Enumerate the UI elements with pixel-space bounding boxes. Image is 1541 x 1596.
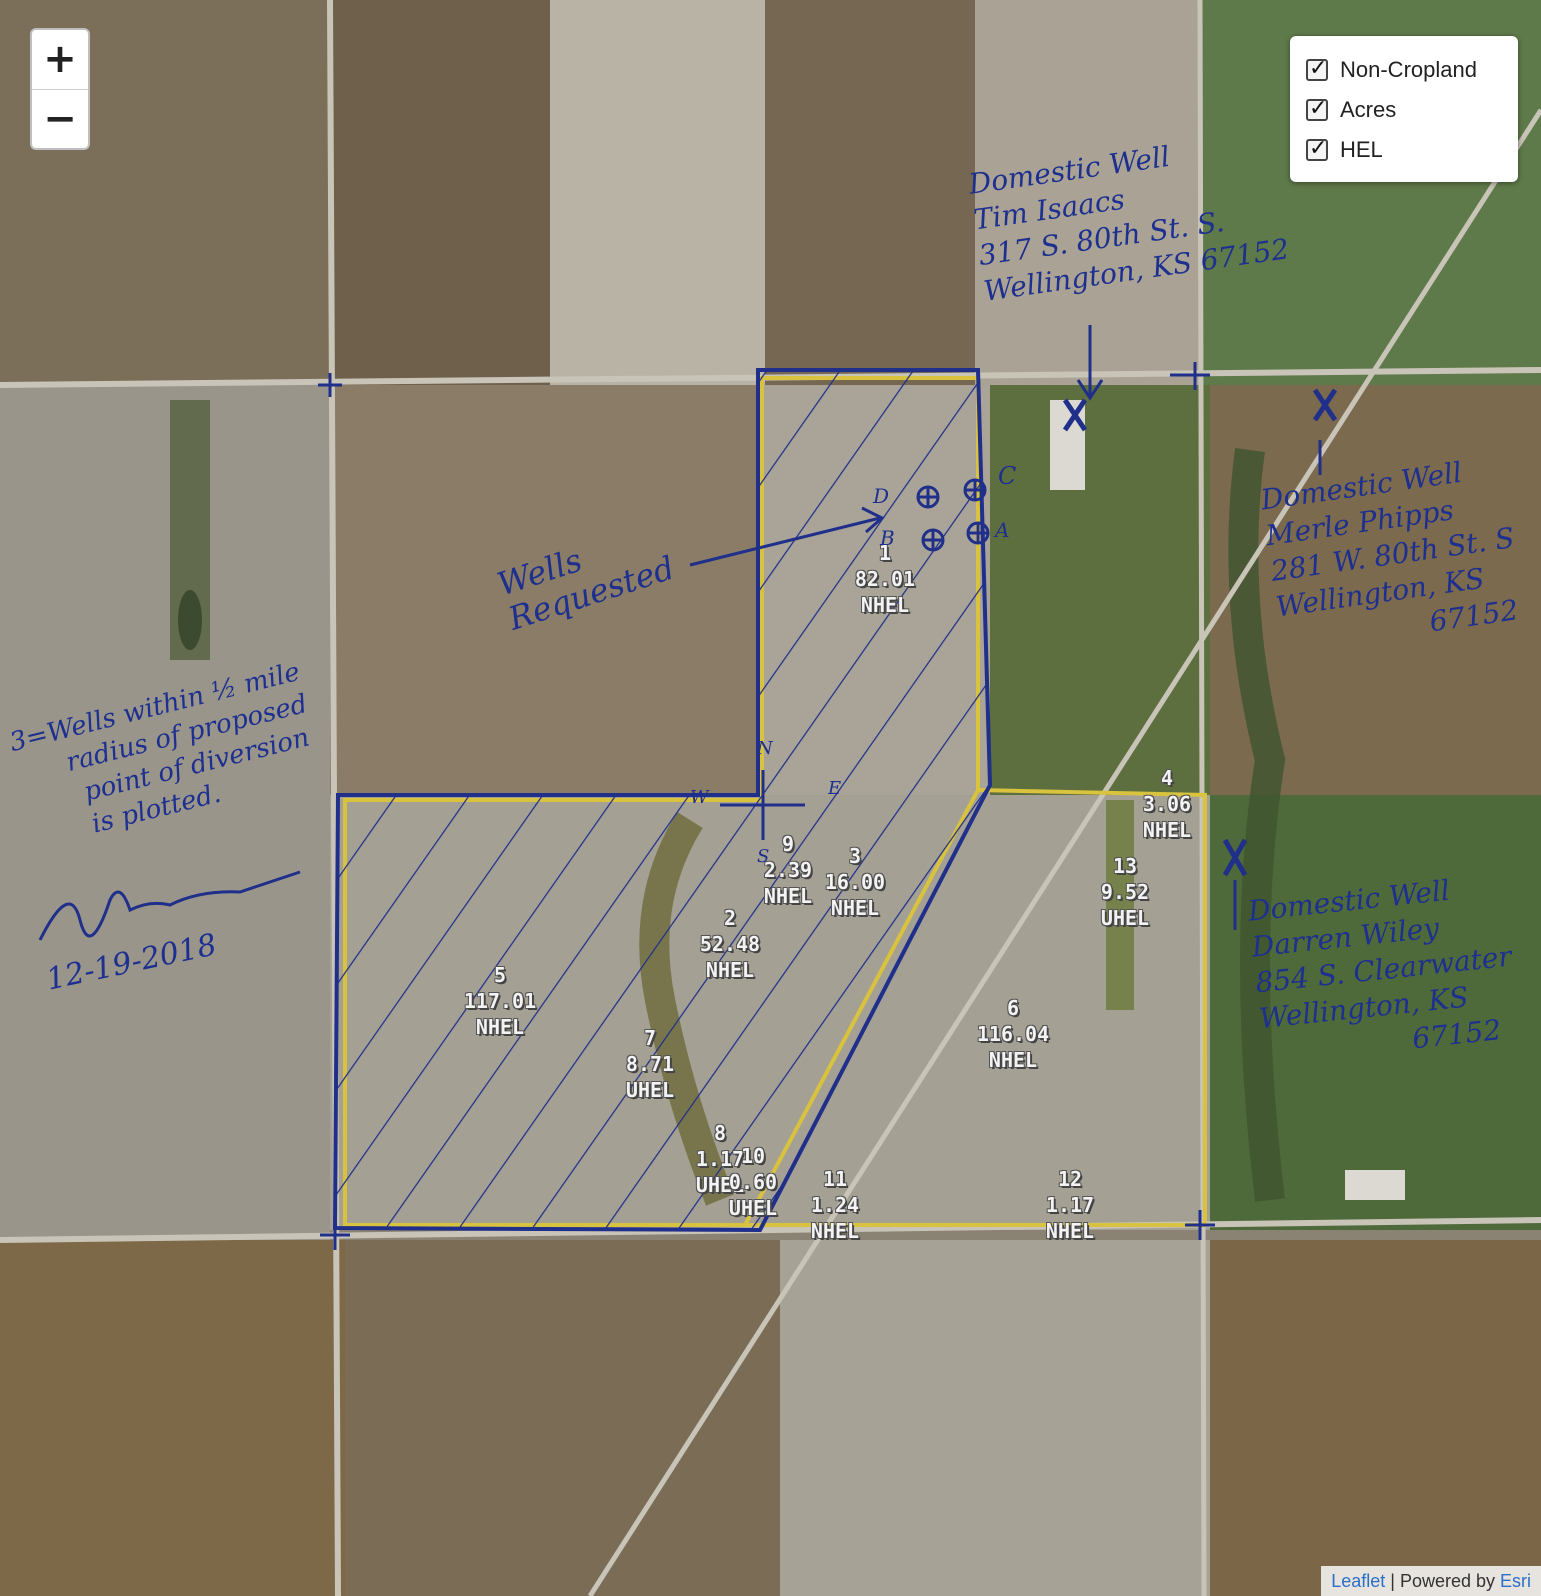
zoom-control: + − bbox=[30, 28, 90, 150]
requested-well-symbols bbox=[916, 478, 990, 552]
map-attribution: Leaflet | Powered by Esri bbox=[1321, 1566, 1541, 1596]
layer-toggle-non-cropland[interactable]: ✓ Non-Cropland bbox=[1306, 50, 1502, 90]
zoom-out-button[interactable]: − bbox=[43, 96, 77, 142]
esri-link[interactable]: Esri bbox=[1500, 1571, 1531, 1591]
layer-toggle-hel[interactable]: ✓ HEL bbox=[1306, 130, 1502, 170]
domestic-well-phipps: Domestic Well Merle Phipps 281 W. 80th S… bbox=[1258, 455, 1521, 639]
layer-label: Non-Cropland bbox=[1340, 57, 1477, 82]
well-letter-a: A bbox=[995, 518, 1010, 542]
tree-strip bbox=[170, 400, 210, 660]
checkbox-icon[interactable]: ✓ bbox=[1306, 56, 1328, 81]
well-letter-c: C bbox=[998, 462, 1017, 490]
domestic-well-wiley: Domestic Well Darren Wiley 854 S. Clearw… bbox=[1246, 873, 1514, 1056]
crop-field bbox=[345, 1240, 780, 1596]
layer-toggle-acres[interactable]: ✓ Acres bbox=[1306, 90, 1502, 130]
domestic-well-marks bbox=[1062, 388, 1338, 877]
crop-field bbox=[0, 385, 330, 1240]
zoom-in-button[interactable]: + bbox=[32, 30, 88, 90]
compass-s: S bbox=[757, 846, 770, 867]
crop-field bbox=[330, 385, 760, 795]
compass-e: E bbox=[828, 778, 842, 799]
compass-w: W bbox=[690, 787, 709, 808]
checkbox-icon[interactable]: ✓ bbox=[1306, 136, 1328, 161]
crop-field bbox=[1210, 1240, 1541, 1596]
crop-field bbox=[765, 0, 975, 385]
signature bbox=[38, 870, 301, 941]
highway bbox=[587, 108, 1541, 1596]
crop-field bbox=[550, 0, 765, 385]
building bbox=[1345, 1170, 1405, 1200]
layer-label: Acres bbox=[1340, 97, 1397, 122]
road bbox=[1197, 0, 1207, 1596]
crop-field bbox=[780, 1240, 1210, 1596]
checkbox-icon[interactable]: ✓ bbox=[1306, 96, 1328, 121]
annotation-arrows bbox=[689, 325, 1322, 930]
creek bbox=[1228, 448, 1286, 1202]
building bbox=[1050, 400, 1085, 490]
well-letter-b: B bbox=[880, 526, 895, 550]
leaflet-link[interactable]: Leaflet bbox=[1331, 1571, 1386, 1591]
road bbox=[327, 0, 341, 1596]
corner-marks bbox=[318, 362, 1215, 1250]
layer-label: HEL bbox=[1340, 137, 1383, 162]
crop-field bbox=[975, 0, 1200, 385]
crop-field bbox=[0, 1240, 345, 1596]
compass-n: N bbox=[757, 738, 773, 759]
crop-field bbox=[330, 0, 550, 385]
road bbox=[0, 1217, 1541, 1243]
grass-area bbox=[990, 385, 1210, 795]
layer-control: ✓ Non-Cropland ✓ Acres ✓ HEL bbox=[1290, 36, 1518, 182]
well-letter-d: D bbox=[873, 484, 890, 508]
attribution-separator: | Powered by bbox=[1385, 1571, 1500, 1591]
hatched-parcel bbox=[332, 368, 993, 1233]
